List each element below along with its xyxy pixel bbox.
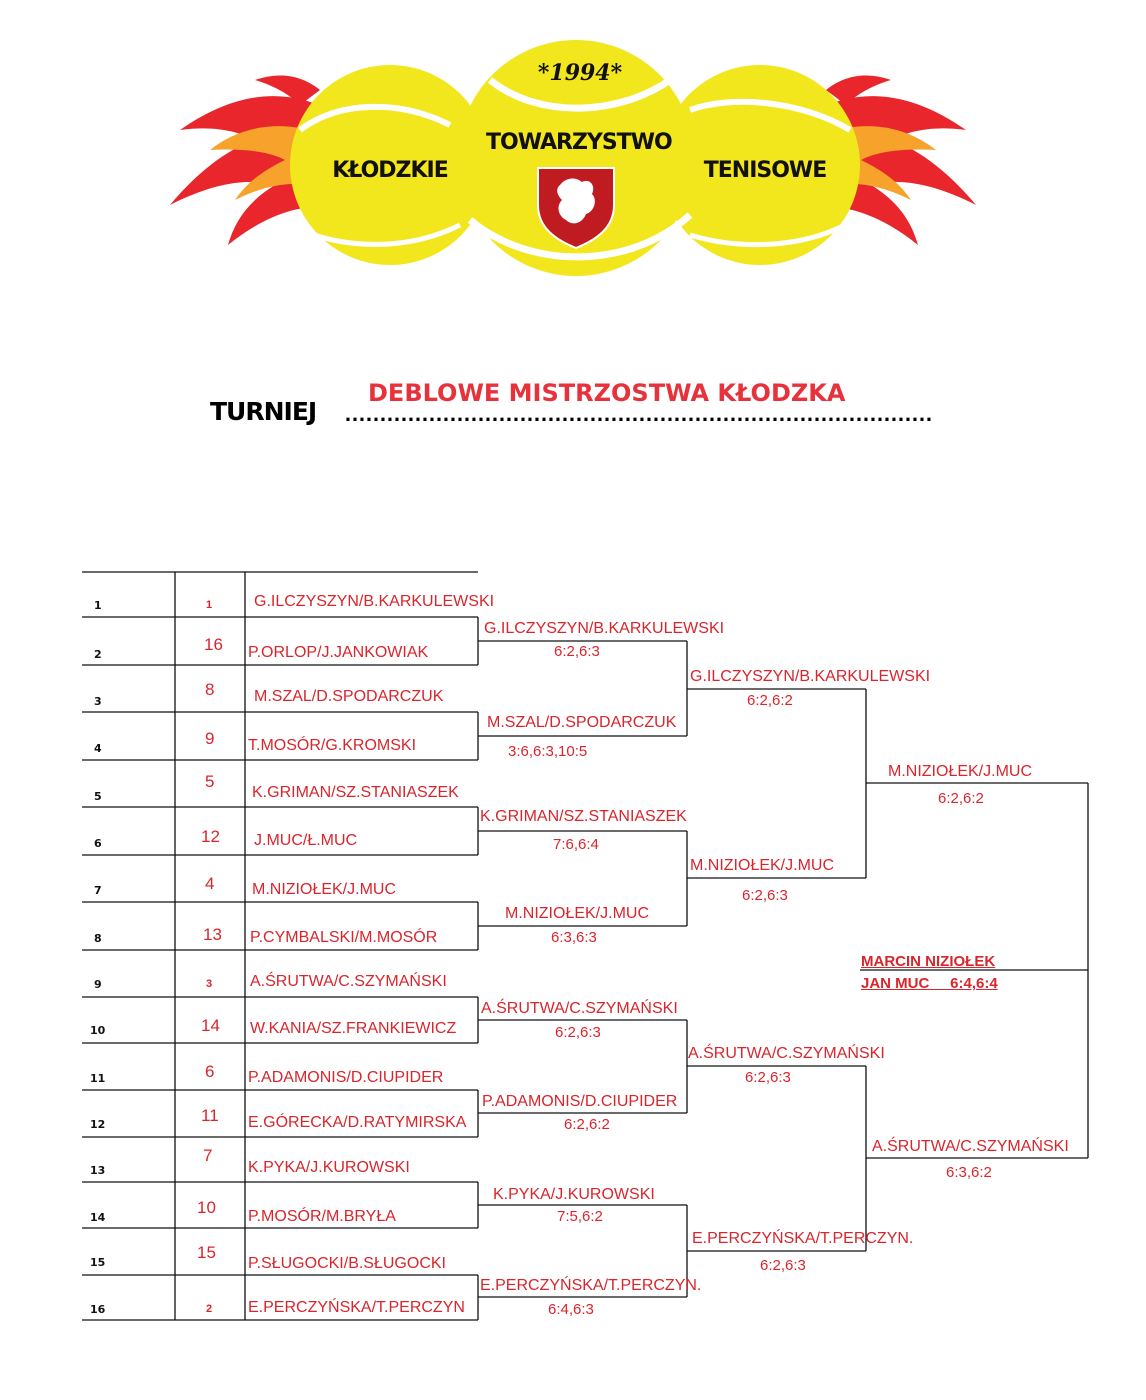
round1-pair: W.KANIA/SZ.FRANKIEWICZ [250,1020,457,1037]
round2-pair: P.ADAMONIS/D.CIUPIDER [482,1093,678,1110]
round2-pair: K.GRIMAN/SZ.STANIASZEK [480,808,687,825]
seed-number: 5 [205,772,215,791]
row-number: 12 [90,1118,106,1131]
seed-number: 11 [201,1106,219,1125]
round1-pair: A.ŚRUTWA/C.SZYMAŃSKI [250,973,447,990]
quarter-pair: E.PERCZYŃSKA/T.PERCZYN. [692,1230,914,1247]
round2-score: 7:6,6:4 [553,836,599,853]
row-number: 1 [94,599,102,612]
quarter-score: 6:2,6:3 [760,1257,806,1274]
round1-pair: P.ADAMONIS/D.CIUPIDER [248,1069,444,1086]
quarter-score: 6:2,6:2 [747,692,793,709]
row-number: 6 [94,837,102,850]
round2-pair: M.SZAL/D.SPODARCZUK [487,714,677,731]
round2-pair: M.NIZIOŁEK/J.MUC [505,905,650,922]
round2-pair: A.ŚRUTWA/C.SZYMAŃSKI [481,1000,678,1017]
row-number: 5 [94,790,102,803]
round2-score: 6:4,6:3 [548,1301,594,1318]
row-number: 8 [94,932,102,945]
logo-center-word: TOWARZYSTWO [486,130,673,155]
logo-right-word: TENISOWE [703,158,827,183]
tennis-balls-logo-icon [170,40,976,276]
round1-pair: T.MOSÓR/G.KROMSKI [248,737,417,754]
round1-pair: M.NIZIOŁEK/J.MUC [252,881,397,898]
round1-pair: K.PYKA/J.KUROWSKI [248,1159,410,1176]
row-number: 7 [94,884,102,897]
seed-number: 2 [206,1303,213,1315]
seed-number: 9 [205,729,215,748]
logo-left-word: KŁODZKIE [332,158,449,183]
champion-line1: MARCIN NIZIOŁEK [861,953,996,970]
seed-number: 12 [201,827,220,846]
seed-number: 6 [205,1062,215,1081]
seed-number: 8 [205,680,215,699]
round2-pair: K.PYKA/J.KUROWSKI [493,1186,655,1203]
row-number: 2 [94,648,102,661]
round2-score: 6:3,6:3 [551,929,597,946]
round1-pair: P.ORLOP/J.JANKOWIAK [248,644,429,661]
row-number: 15 [90,1256,106,1269]
round1-pair: G.ILCZYSZYN/B.KARKULEWSKI [254,593,495,610]
round1-pair: J.MUC/Ł.MUC [254,832,358,849]
seed-number: 10 [197,1198,216,1217]
seed-number: 13 [203,925,222,944]
row-number: 11 [90,1072,106,1085]
row-number: 16 [90,1303,106,1316]
round1-pair: E.GÓRECKA/D.RATYMIRSKA [248,1114,467,1131]
club-logo: *1994* KŁODZKIE TOWARZYSTWO TENISOWE [0,0,1146,300]
heading-label: TURNIEJ [210,397,317,426]
round1-pair: P.SŁUGOCKI/B.SŁUGOCKI [248,1255,446,1272]
row-number: 9 [94,978,102,991]
semi-score: 6:3,6:2 [946,1164,992,1181]
round1-pair: E.PERCZYŃSKA/T.PERCZYN [248,1299,465,1316]
row-number: 13 [90,1164,106,1177]
round1-pair: P.MOSÓR/M.BRYŁA [248,1208,396,1225]
round1-pair: P.CYMBALSKI/M.MOSÓR [250,929,438,946]
round1-pair: K.GRIMAN/SZ.STANIASZEK [252,784,459,801]
quarter-pair: M.NIZIOŁEK/J.MUC [690,857,835,874]
semi-score: 6:2,6:2 [938,790,984,807]
row-number: 10 [90,1024,106,1037]
seed-number: 7 [203,1146,213,1165]
round2-score: 6:2,6:3 [555,1024,601,1041]
tournament-title: DEBLOWE MISTRZOSTWA KŁODZKA [368,379,846,407]
seed-number: 14 [201,1016,220,1035]
heading-dots: ………………………………………………………………………… [344,401,933,426]
quarter-pair: A.ŚRUTWA/C.SZYMAŃSKI [688,1045,885,1062]
round2-score: 3:6,6:3,10:5 [508,743,588,760]
seed-number: 1 [206,599,213,611]
row-number: 3 [94,695,102,708]
logo-year: *1994* [537,60,623,86]
round2-pair: G.ILCZYSZYN/B.KARKULEWSKI [484,620,725,637]
round2-score: 6:2,6:3 [554,643,600,660]
semi-pair: M.NIZIOŁEK/J.MUC [888,763,1033,780]
row-number: 4 [94,742,102,755]
seed-number: 16 [204,635,223,654]
tournament-heading: TURNIEJ ………………………………………………………………………… DEB… [210,375,970,435]
round2-pair: E.PERCZYŃSKA/T.PERCZYN. [480,1277,702,1294]
quarter-pair: G.ILCZYSZYN/B.KARKULEWSKI [690,668,931,685]
champion-line2: JAN MUC 6:4,6:4 [861,975,998,992]
row-number: 14 [90,1211,106,1224]
seed-number: 15 [197,1243,216,1262]
round2-score: 6:2,6:2 [564,1116,610,1133]
quarter-score: 6:2,6:3 [745,1069,791,1086]
seed-number: 4 [205,874,215,893]
round1-pair: M.SZAL/D.SPODARCZUK [254,688,444,705]
round2-score: 7:5,6:2 [557,1208,603,1225]
semi-pair: A.ŚRUTWA/C.SZYMAŃSKI [872,1138,1069,1155]
quarter-score: 6:2,6:3 [742,887,788,904]
seed-number: 3 [206,978,213,990]
